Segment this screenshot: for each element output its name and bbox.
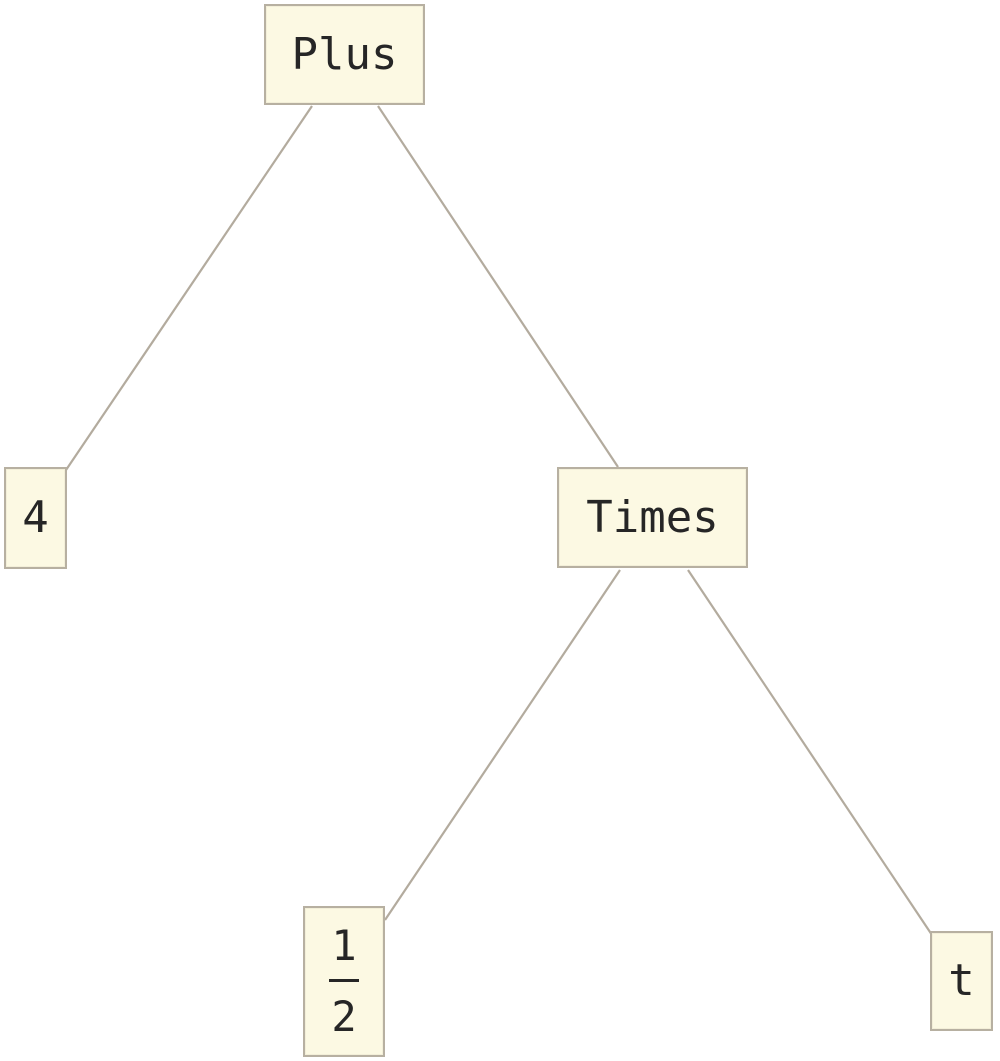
tree-node-times: Times (557, 467, 748, 568)
fraction-denominator: 2 (331, 992, 357, 1041)
tree-node-fraction: 1 2 (303, 906, 385, 1057)
node-label-plus: Plus (291, 28, 398, 80)
edge-plus-to-4 (65, 105, 313, 471)
edge-plus-to-times (377, 105, 619, 468)
tree-node-plus: Plus (264, 4, 425, 105)
fraction-numerator: 1 (331, 921, 357, 970)
edge-times-to-half (384, 569, 621, 921)
edge-times-to-t (687, 569, 933, 936)
tree-node-4: 4 (4, 467, 67, 569)
node-label-4: 4 (22, 492, 49, 543)
fraction: 1 2 (329, 925, 359, 1038)
fraction-bar (329, 979, 359, 982)
node-label-t: t (948, 955, 975, 1006)
tree-node-t: t (930, 931, 993, 1031)
node-label-times: Times (586, 491, 719, 543)
